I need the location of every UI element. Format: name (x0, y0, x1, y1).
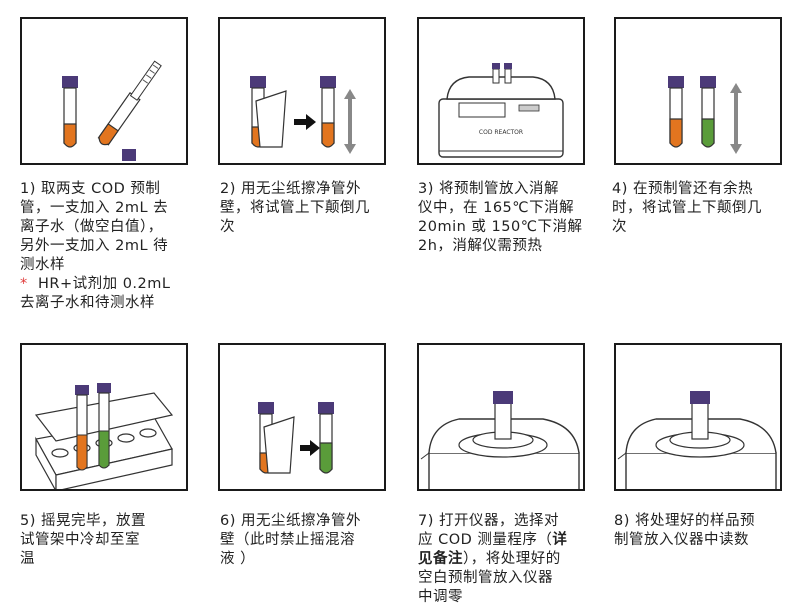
tube-orange-in-rack (75, 385, 89, 471)
step2-caption: 2) 用无尘纸擦净管外 壁，将试管上下颠倒几 次 (220, 181, 370, 235)
step4-illustration (614, 17, 782, 165)
cod-tube-blank (62, 76, 78, 148)
note-asterisk: * (20, 276, 28, 292)
step3-illustration: COD REACTOR (417, 17, 585, 165)
tube-green (700, 76, 716, 148)
svg-text:COD REACTOR: COD REACTOR (479, 129, 523, 136)
step6-caption: 6) 用无尘纸擦净管外 壁（此时禁止摇混溶 液 ） (220, 513, 361, 567)
step6-illustration (218, 343, 386, 491)
up-down-arrow-icon (730, 83, 742, 154)
step1-illustration (20, 17, 188, 165)
step8-illustration (614, 343, 782, 491)
step7-illustration (417, 343, 585, 491)
cod-meter (617, 391, 777, 489)
step4-caption: 4) 在预制管还有余热 时，将试管上下颠倒几 次 (612, 181, 762, 235)
step2-illustration (218, 17, 386, 165)
cod-reactor: COD REACTOR (438, 63, 564, 158)
tube-clean (320, 76, 336, 148)
tube-green-in-rack (97, 383, 111, 469)
tube-orange (668, 76, 684, 148)
step8-caption: 8) 将处理好的样品预 制管放入仪器中读数 (614, 513, 755, 548)
step1-caption: 1) 取两支 COD 预制 管，一支加入 2mL 去 离子水（做空白值）， 另外… (20, 181, 171, 311)
right-arrow-icon (294, 114, 316, 130)
wipe-paper (263, 416, 295, 474)
tube-wiping (258, 402, 295, 474)
step3-caption: 3) 将预制管放入消解 仪中，在 165℃下消解 20min 或 150℃下消解… (418, 181, 583, 254)
step7-caption: 7) 打开仪器，选择对 应 COD 测量程序（详 见备注），将处理好的 空白预制… (418, 513, 568, 605)
tube-cap-aside (122, 149, 136, 161)
tube-wiping (250, 76, 287, 148)
cod-meter (420, 391, 580, 489)
step5-caption: 5) 摇晃完毕，放置 试管架中冷却至室 温 (20, 513, 146, 567)
cod-tube-tilted (97, 60, 162, 146)
up-down-arrow-icon (344, 89, 356, 154)
right-arrow-icon (300, 440, 320, 456)
wipe-paper (255, 90, 287, 148)
step5-illustration (20, 343, 188, 491)
tube-green-clean (318, 402, 334, 474)
